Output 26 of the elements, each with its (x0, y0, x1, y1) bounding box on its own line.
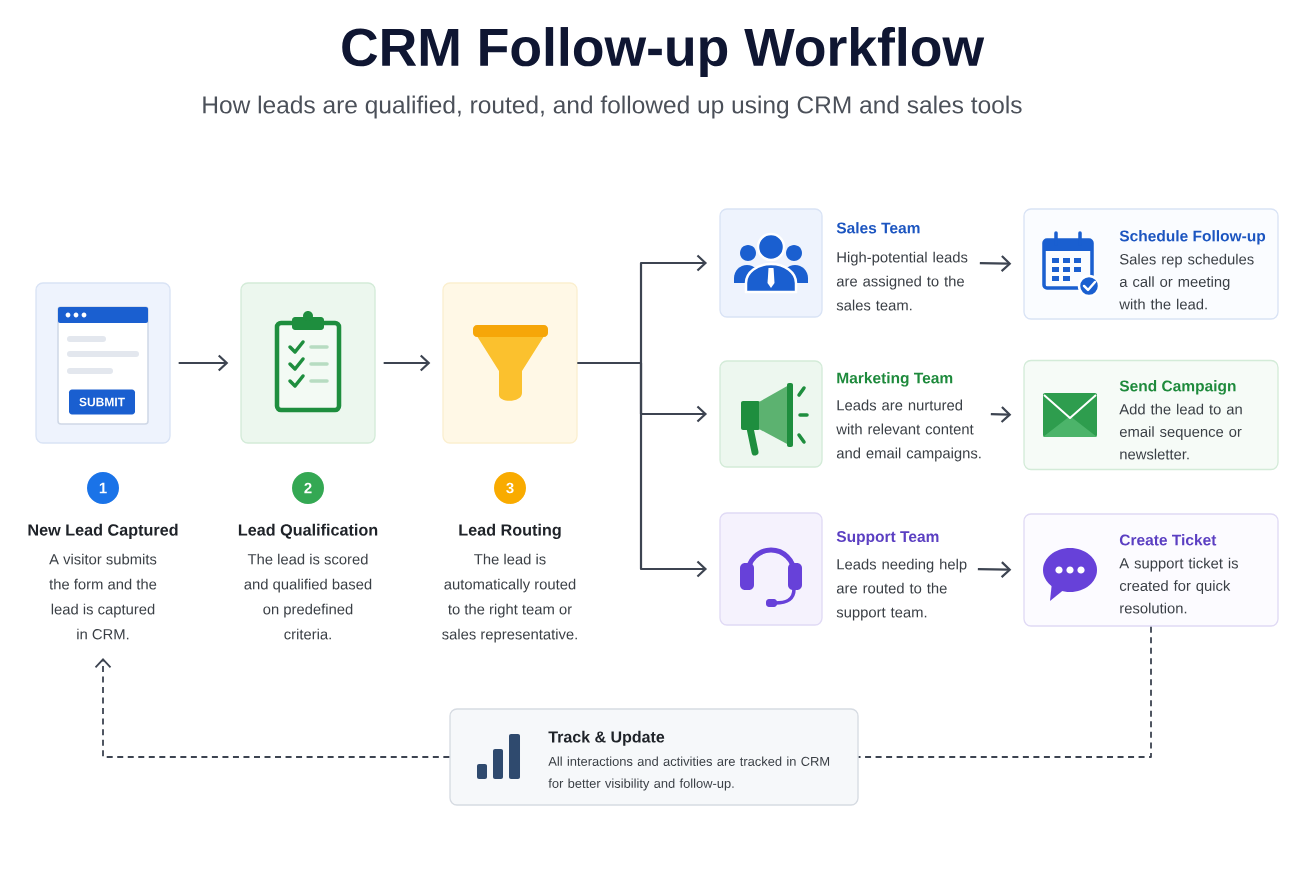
team-description: Leads needing help are routed to the support team. (836, 558, 967, 621)
team-title: Sales Team (836, 222, 920, 234)
step-description: The lead is automatically routed to the right team or sales representative. (442, 553, 577, 643)
subtitle: How leads are qualified, routed, and followed up using CRM and sales tools (203, 95, 1022, 119)
team-description: Leads are nurtured with relevant content and email campaigns. (836, 399, 981, 462)
step-number-badge: 1 (87, 472, 119, 504)
team-title: Marketing Team (837, 372, 953, 387)
team-title: Support Team (836, 531, 939, 546)
card-description: Sales rep schedules a call or meeting with the lead. (1119, 253, 1254, 310)
step-description: The lead is scored and qualified based on predefined criteria. (244, 553, 372, 640)
card-title: Create Ticket (1119, 534, 1217, 546)
submit-button: SUBMIT (69, 389, 135, 415)
step-title: Lead Qualification (238, 523, 378, 539)
card-title: Schedule Follow-up (1119, 230, 1266, 245)
card-description: A support ticket is created for quick resolution. (1119, 557, 1238, 614)
team-description: High-potential leads are assigned to the sales team. (836, 251, 968, 311)
title: CRM Follow-up Workflow (342, 27, 985, 77)
step-title: Lead Routing (459, 523, 561, 539)
card-description: All interactions and activities are tracked in CRM for better visibility and follow-up. (548, 756, 830, 791)
card-description: Add the lead to an email sequence or newsletter. (1119, 403, 1242, 460)
step-title: New Lead Captured (28, 523, 178, 539)
card-title: Track & Update (548, 730, 665, 746)
step-number-badge: 3 (494, 472, 526, 504)
card-title: Send Campaign (1119, 380, 1236, 395)
step-number-badge: 2 (292, 472, 324, 504)
step-description: A visitor submits the form and the lead is captured in CRM. (49, 553, 157, 640)
